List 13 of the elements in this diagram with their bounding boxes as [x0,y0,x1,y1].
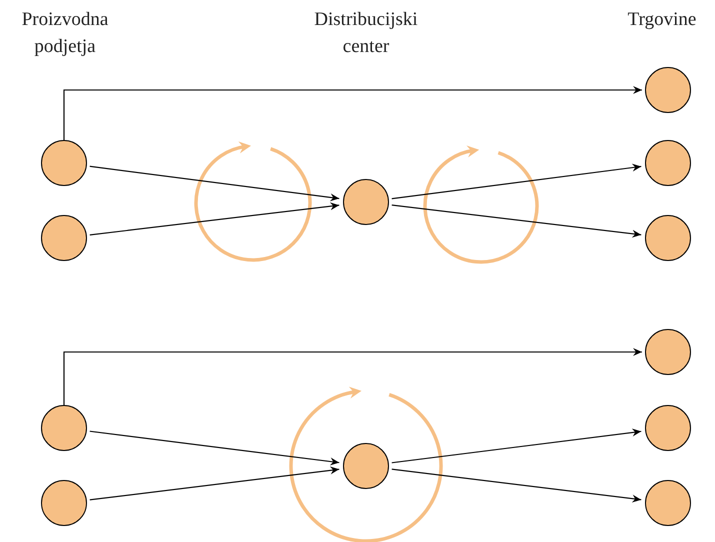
arrow [392,164,642,200]
arrow [392,468,642,503]
arrow [90,466,340,500]
arrow [63,86,642,140]
column-heading: Proizvodna podjetja [20,8,110,59]
arrow [392,204,642,238]
arrow [90,166,340,202]
arrow [90,430,340,466]
arrow [392,428,642,464]
arrow [63,348,642,405]
column-heading: Distribucijski center [313,8,419,59]
column-heading: Trgovine [626,8,698,32]
arrow [90,202,340,236]
